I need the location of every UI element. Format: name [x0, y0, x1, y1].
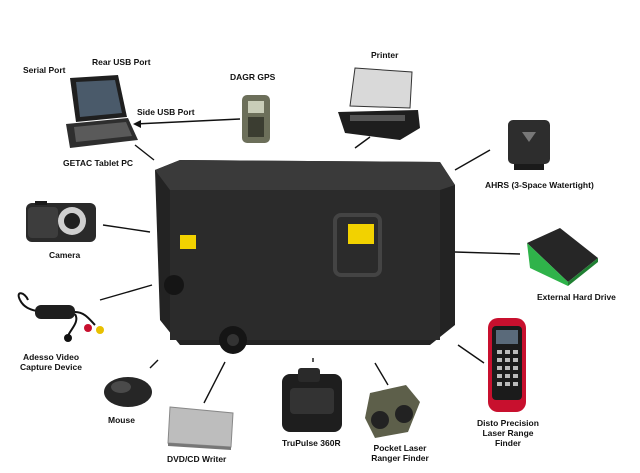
dvd-writer-icon — [167, 406, 234, 450]
pocket-laser-connector — [374, 362, 389, 386]
label-serial-port: Serial Port — [23, 65, 66, 75]
video-capture-icon — [17, 292, 104, 342]
printer-connector — [354, 136, 371, 149]
label-adesso-line1: Adesso Video — [22, 352, 80, 362]
tablet-connector — [134, 144, 155, 161]
side-usb-connector — [134, 118, 241, 125]
label-rear-usb-port: Rear USB Port — [92, 57, 151, 67]
camera-icon — [26, 201, 96, 242]
label-trupulse: TruPulse 360R — [282, 438, 341, 448]
laptop-icon — [66, 75, 138, 148]
gps-icon — [242, 95, 270, 143]
label-dvd-writer: DVD/CD Writer — [167, 454, 227, 464]
drive-connector — [454, 251, 521, 255]
pocket-laser-icon — [365, 385, 420, 438]
label-disto-line3: Finder — [495, 438, 521, 448]
printer-icon — [338, 67, 420, 140]
label-disto-line2: Laser Range — [482, 428, 534, 438]
capture-connector — [99, 284, 153, 301]
disto-icon — [488, 318, 526, 412]
ahrs-connector — [454, 149, 491, 171]
label-adesso-video-capture: Adesso Video Capture Device — [18, 352, 84, 372]
dvd-connector — [203, 361, 226, 404]
label-external-hard-drive: External Hard Drive — [537, 292, 616, 302]
label-pocket-laser-line2: Ranger Finder — [371, 453, 429, 463]
label-side-usb-port: Side USB Port — [137, 107, 195, 117]
rugged-case-icon — [155, 160, 455, 354]
label-disto-line1: Disto Precision — [477, 418, 539, 428]
mouse-icon — [104, 377, 152, 407]
label-disto: Disto Precision Laser Range Finder — [470, 418, 546, 448]
rangefinder-icon — [282, 368, 342, 432]
label-adesso-line2: Capture Device — [20, 362, 82, 372]
arrow-head — [133, 120, 141, 128]
label-dagr-gps: DAGR GPS — [230, 72, 276, 82]
label-camera: Camera — [49, 250, 81, 260]
label-mouse: Mouse — [108, 415, 135, 425]
label-printer: Printer — [371, 50, 399, 60]
connector-lines — [99, 118, 521, 404]
label-pocket-laser-line1: Pocket Laser — [373, 443, 427, 453]
label-pocket-laser: Pocket Laser Ranger Finder — [366, 443, 434, 463]
ahrs-sensor-icon — [508, 120, 550, 170]
mouse-connector — [149, 359, 159, 369]
hard-drive-icon — [527, 228, 598, 286]
label-ahrs: AHRS (3-Space Watertight) — [485, 180, 594, 190]
camera-connector — [102, 224, 151, 233]
disto-connector — [457, 344, 485, 364]
label-getac-tablet: GETAC Tablet PC — [63, 158, 134, 168]
